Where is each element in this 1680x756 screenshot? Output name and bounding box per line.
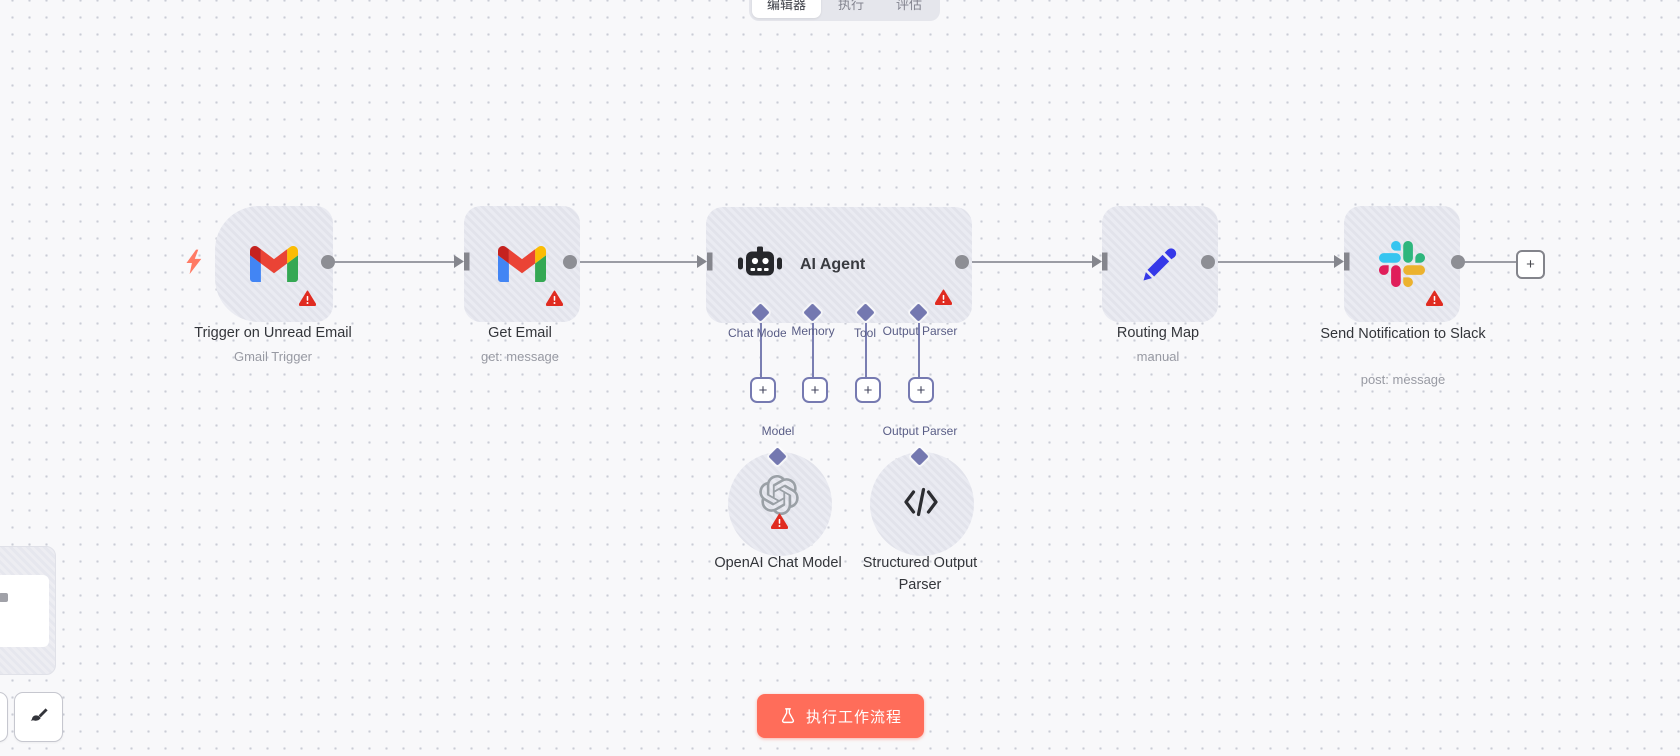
input-handle[interactable] [1090,252,1109,271]
node-label: Get Email [488,325,552,341]
node-subtitle: post: message [1360,372,1446,387]
tidy-up-icon [30,708,48,721]
output-handle[interactable] [1201,255,1215,269]
output-handle[interactable] [563,255,577,269]
connection-routing-slack [1212,261,1334,263]
tab-evaluations-label: 评估 [896,0,923,12]
tab-evaluations[interactable]: 评估 [881,0,937,18]
tab-executions-label: 执行 [838,0,865,12]
output-handle[interactable] [955,255,969,269]
view-switcher: 编辑器 执行 评估 [749,0,941,21]
plus-icon: + [810,381,820,399]
node-subtitle: Gmail Trigger [233,349,313,364]
node-ai-agent[interactable]: AI Agent [706,207,972,323]
tab-editor[interactable]: 编辑器 [752,0,822,18]
connection-slack-plus [1458,261,1518,263]
code-icon [904,487,938,517]
port-label-chat-model: Chat Model [728,326,786,340]
add-memory-button[interactable]: + [802,377,828,403]
add-node-button[interactable]: + [1516,250,1545,279]
add-output-parser-button[interactable]: + [908,377,934,403]
connection-trigger-getemail [330,261,455,263]
pencil-icon [1143,248,1177,281]
subnode-port-label-output-parser: Output Parser [882,424,958,438]
plus-icon: + [1526,256,1535,273]
stub-memory [812,319,814,377]
node-get-email[interactable] [464,206,580,322]
stub-output-parser [918,319,920,377]
tab-editor-label: 编辑器 [767,0,807,12]
flask-icon [781,708,795,724]
node-subtitle: manual [1136,349,1180,364]
node-structured-output-parser[interactable] [870,452,974,556]
gmail-icon [498,246,546,282]
connection-agent-routing [964,261,1092,263]
output-handle[interactable] [321,255,335,269]
add-tool-button[interactable]: + [855,377,881,403]
plus-icon: + [863,381,873,399]
warning-icon [935,289,952,305]
slack-icon [1379,241,1425,287]
warning-icon [771,513,788,529]
node-label: Send Notification to Slack [1320,326,1486,342]
output-handle[interactable] [1451,255,1465,269]
input-handle[interactable] [452,252,471,271]
node-send-notification-slack[interactable] [1344,206,1460,322]
plus-icon: + [758,381,768,399]
execute-workflow-label: 执行工作流程 [806,708,903,726]
gmail-icon [250,246,298,282]
openai-icon [759,475,799,515]
tidy-up-button[interactable] [14,692,63,742]
port-label-output-parser: Output Parser [882,324,958,338]
warning-icon [1426,290,1443,306]
tab-executions[interactable]: 执行 [823,0,879,18]
port-label-tool: Tool [854,326,876,340]
node-gmail-trigger[interactable] [215,206,333,322]
clipped-toolbar-button[interactable] [0,692,8,742]
node-routing-map[interactable] [1102,206,1218,322]
input-handle[interactable] [695,252,714,271]
stub-chat-model [760,319,762,377]
execute-workflow-button[interactable]: 执行工作流程 [757,694,925,738]
partial-node-body [0,575,49,647]
input-handle[interactable] [1332,252,1351,271]
warning-icon [299,290,316,306]
node-label: Trigger on Unread Email [194,325,352,341]
node-label: Structured Output Parser [862,555,978,593]
connection-getemail-agent [576,261,702,263]
subnode-port-label-model: Model [761,424,795,438]
warning-icon [546,290,563,306]
node-openai-chat-model[interactable] [728,452,832,556]
node-label: Routing Map [1116,325,1200,341]
plus-icon: + [916,381,926,399]
add-chat-model-button[interactable]: + [750,377,776,403]
robot-icon [738,246,782,276]
partial-node-card[interactable] [0,546,56,675]
partial-node-icon [0,593,8,602]
node-subtitle: get: message [480,349,560,364]
node-label: OpenAI Chat Model [714,555,842,571]
port-label-memory: Memory [791,324,835,338]
lightning-bolt-icon [186,249,202,275]
node-title: AI Agent [800,256,866,273]
stub-tool [865,319,867,377]
